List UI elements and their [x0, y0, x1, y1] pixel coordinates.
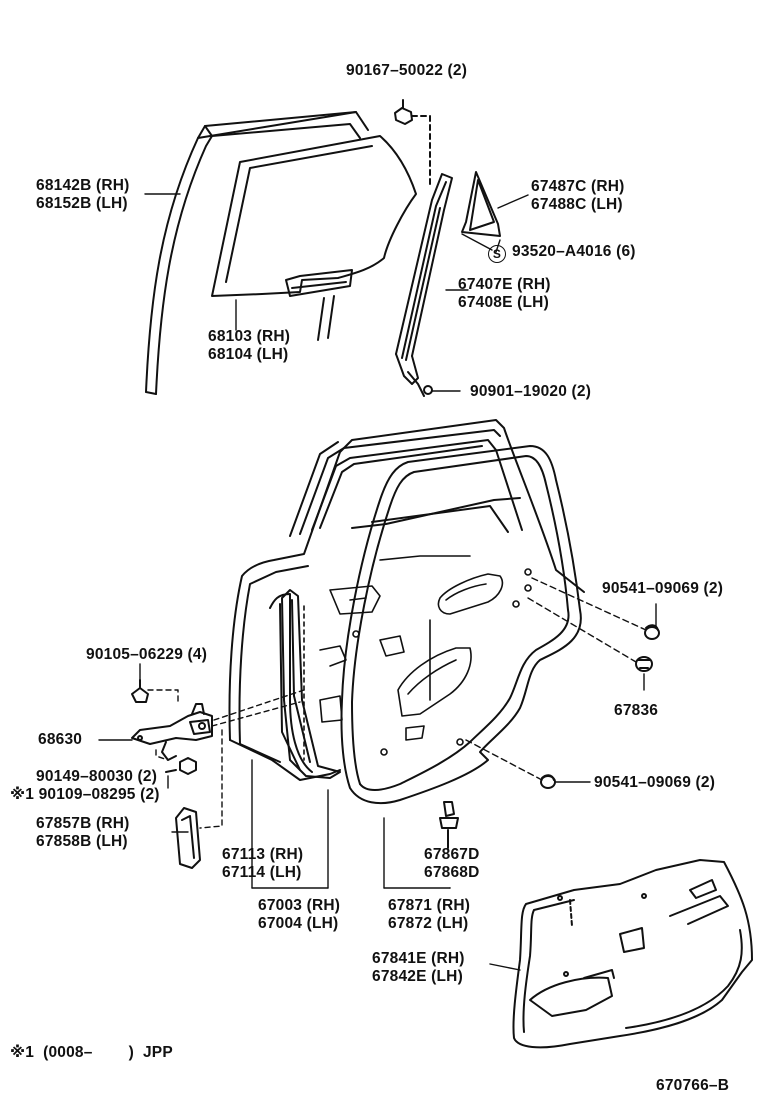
belt-moulding [282, 590, 340, 778]
label-68142-rh: 68142B (RH) [36, 177, 130, 194]
label-67841-lh: 67842E (LH) [372, 968, 463, 985]
label-67407: 67407E (RH) 67408E (LH) [458, 276, 551, 312]
door-window-glass [212, 136, 416, 340]
label-67003-rh: 67003 (RH) [258, 897, 341, 914]
label-90167: 90167–50022 (2) [346, 62, 468, 79]
clip-90541-lower [541, 775, 555, 788]
label-67836: 67836 [614, 702, 659, 719]
label-68630: 68630 [38, 731, 83, 748]
door-inner-panel-details [304, 556, 531, 760]
bolt-90105 [132, 680, 178, 704]
label-90541-lower: 90541–09069 (2) [594, 774, 716, 791]
label-67487-rh: 67487C (RH) [531, 178, 625, 195]
footnote: ※1 (0008– ) JPP [10, 1044, 173, 1061]
door-panel [230, 420, 585, 780]
door-trim-board [513, 860, 752, 1047]
label-67003-lh: 67004 (LH) [258, 915, 339, 932]
right-dashed-leaders [466, 578, 646, 780]
label-90105: 90105–06229 (4) [86, 646, 208, 663]
label-93520: S 93520–A4016 (6) [488, 243, 636, 263]
label-67407-rh: 67407E (RH) [458, 276, 551, 293]
label-67867: 67867D 67868D [424, 846, 480, 882]
right-leader-lines [556, 604, 656, 782]
door-check-cover [176, 808, 200, 868]
label-67113: 67113 (RH) 67114 (LH) [222, 846, 303, 882]
label-90109: ※1 90109–08295 (2) [10, 786, 160, 803]
door-weatherstrip [341, 446, 580, 803]
label-68142-lh: 68152B (LH) [36, 195, 128, 212]
label-67871-lh: 67872 (LH) [388, 915, 469, 932]
glass-run-channel [146, 112, 368, 394]
door-check [132, 704, 212, 760]
left-dashed-leaders [156, 690, 304, 828]
bracket-lines [252, 760, 450, 888]
label-67871: 67871 (RH) 67872 (LH) [388, 897, 470, 933]
label-67857-lh: 67858B (LH) [36, 833, 128, 850]
label-68103-lh: 68104 (LH) [208, 346, 289, 363]
bolt-90149 [166, 758, 196, 774]
label-67487: 67487C (RH) 67488C (LH) [531, 178, 625, 214]
left-leader-lines [99, 664, 188, 832]
label-67487-lh: 67488C (LH) [531, 196, 623, 213]
label-67407-lh: 67408E (LH) [458, 294, 549, 311]
label-67113-lh: 67114 (LH) [222, 864, 302, 881]
screw-90167 [395, 100, 430, 186]
label-68142: 68142B (RH) 68152B (LH) [36, 177, 130, 213]
label-67841-rh: 67841E (RH) [372, 950, 465, 967]
s-circle-symbol: S [488, 245, 506, 263]
trim-leader [490, 964, 520, 970]
clip-67836 [636, 657, 652, 671]
label-68103: 68103 (RH) 68104 (LH) [208, 328, 290, 364]
label-67841: 67841E (RH) 67842E (LH) [372, 950, 465, 986]
label-67003: 67003 (RH) 67004 (LH) [258, 897, 340, 933]
label-67867-a: 67867D [424, 846, 480, 863]
label-93520-text: 93520–A4016 (6) [512, 243, 636, 260]
label-67857-rh: 67857B (RH) [36, 815, 130, 832]
figure-code: 670766–B [656, 1077, 730, 1094]
s-marker-leader [462, 234, 492, 250]
label-68103-rh: 68103 (RH) [208, 328, 291, 345]
label-67871-rh: 67871 (RH) [388, 897, 471, 914]
label-67857: 67857B (RH) 67858B (LH) [36, 815, 130, 851]
label-67867-b: 67868D [424, 864, 480, 881]
quarter-window-glass [462, 172, 500, 236]
label-90541-upper: 90541–09069 (2) [602, 580, 724, 597]
label-67113-rh: 67113 (RH) [222, 846, 304, 863]
label-90149: 90149–80030 (2) [36, 768, 158, 785]
clip-67867 [440, 802, 458, 848]
clip-90541-upper [645, 625, 659, 639]
label-90901: 90901–19020 (2) [470, 383, 592, 400]
division-bar [396, 174, 452, 396]
